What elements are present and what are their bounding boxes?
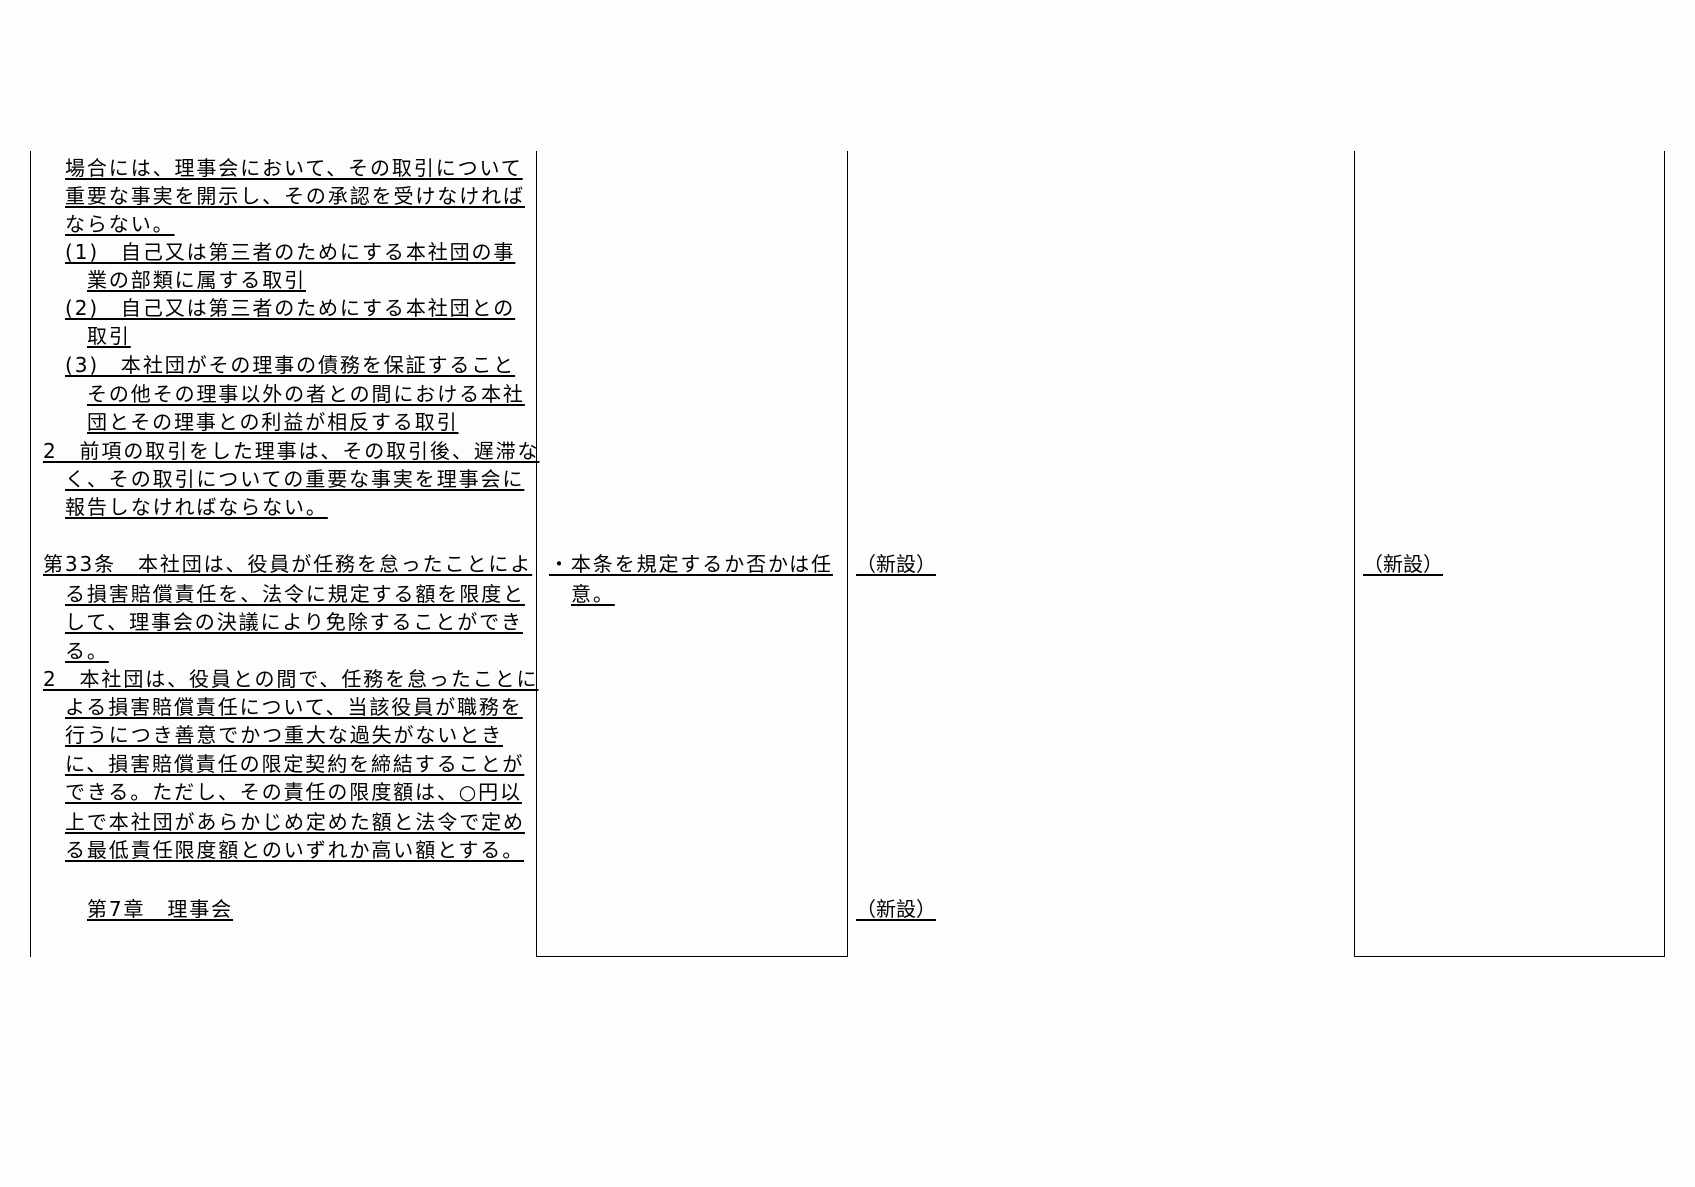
text-line: 取引 bbox=[87, 324, 131, 348]
text-line: 行うにつき善意でかつ重大な過失がないとき bbox=[65, 723, 503, 747]
text-line: 団とその理事との利益が相反する取引 bbox=[87, 410, 459, 434]
col2-left-border bbox=[536, 151, 537, 957]
text-line: 報告しなければならない。 bbox=[65, 495, 328, 519]
text-line: (3) 本社団がその理事の債務を保証すること bbox=[65, 353, 516, 377]
note-line: 意。 bbox=[571, 582, 615, 606]
text-line: して、理事会の決議により免除することができ bbox=[65, 610, 523, 634]
text-line: 業の部類に属する取引 bbox=[87, 268, 306, 292]
col4-right-border bbox=[1664, 151, 1665, 957]
text-line: よる損害賠償責任について、当該役員が職務を bbox=[65, 695, 523, 719]
text-line: る。 bbox=[65, 639, 109, 663]
note-line: ・本条を規定するか否かは任 bbox=[549, 552, 833, 576]
col4-left-border bbox=[1354, 151, 1355, 957]
text-line: 上で本社団があらかじめ定めた額と法令で定め bbox=[65, 810, 525, 834]
text-line: 2 本社団は、役員との間で、任務を怠ったことに bbox=[43, 667, 539, 691]
text-line: ならない。 bbox=[65, 212, 175, 236]
new-provision-label: （新設） bbox=[1363, 552, 1443, 576]
text-line: る損害賠償責任を、法令に規定する額を限度と bbox=[65, 582, 525, 606]
text-line: (2) 自己又は第三者のためにする本社団との bbox=[65, 296, 516, 320]
col1-left-border bbox=[30, 151, 31, 957]
text-line: 2 前項の取引をした理事は、その取引後、遅滞な bbox=[43, 439, 540, 463]
new-provision-label: （新設） bbox=[856, 552, 936, 576]
text-line: に、損害賠償責任の限定契約を締結することが bbox=[65, 752, 525, 776]
text-line: (1) 自己又は第三者のためにする本社団の事 bbox=[65, 240, 516, 264]
col2-bottom-border bbox=[536, 956, 848, 957]
text-line: その他その理事以外の者との間における本社 bbox=[87, 382, 525, 406]
text-line: 場合には、理事会において、その取引について bbox=[65, 156, 523, 180]
text-line: できる。ただし、その責任の限度額は、○円以 bbox=[65, 780, 522, 804]
col2-right-border bbox=[847, 151, 848, 957]
col4-bottom-border bbox=[1354, 956, 1665, 957]
text-line: く、その取引についての重要な事実を理事会に bbox=[65, 467, 525, 491]
new-provision-label: （新設） bbox=[856, 897, 936, 921]
chapter-7-heading: 第7章 理事会 bbox=[87, 897, 234, 921]
article-33-heading-line: 第33条 本社団は、役員が任務を怠ったことによ bbox=[43, 552, 533, 576]
text-line: る最低責任限度額とのいずれか高い額とする。 bbox=[65, 838, 525, 862]
text-line: 重要な事実を開示し、その承認を受けなければ bbox=[65, 184, 525, 208]
